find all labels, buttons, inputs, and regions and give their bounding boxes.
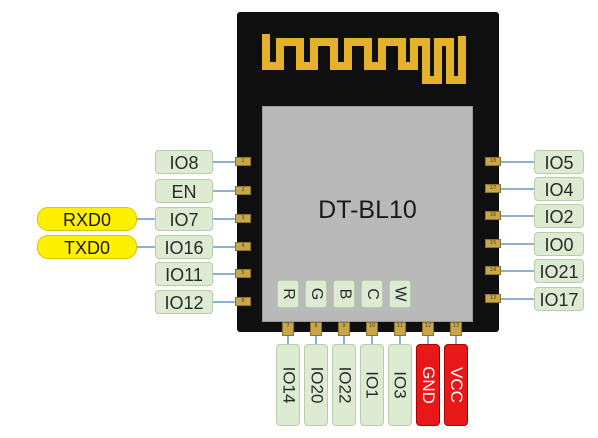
left-pad: 2 — [235, 186, 251, 195]
indicator-label: B — [333, 280, 355, 308]
chip-name: DT-BL10 — [318, 196, 417, 224]
left-pad: 4 — [235, 242, 251, 251]
left-pin-label: IO12 — [155, 290, 213, 314]
indicator-label: R — [277, 280, 299, 308]
right-pad: 15 — [485, 239, 501, 248]
bottom-pad: 12 — [422, 322, 434, 336]
left-pad: 5 — [235, 269, 251, 278]
left-pad: 6 — [235, 297, 251, 306]
connector-line — [501, 188, 534, 190]
connector-line — [213, 246, 235, 248]
connector-line — [137, 246, 155, 248]
right-pad: 16 — [485, 211, 501, 220]
connector-line — [501, 298, 534, 300]
bottom-pad: 13 — [450, 322, 462, 336]
connector-line — [371, 336, 373, 344]
connector-line — [343, 336, 345, 344]
bottom-pin-label: IO1 — [360, 344, 384, 426]
connector-line — [213, 218, 235, 220]
bottom-pad: 10 — [366, 322, 378, 336]
connector-line — [315, 336, 317, 344]
left-pin-label: IO7 — [155, 207, 213, 231]
pcb-antenna-icon — [262, 34, 466, 84]
bottom-pin-label: IO14 — [276, 344, 300, 426]
indicator-label: C — [361, 280, 383, 308]
right-pad: 14 — [485, 266, 501, 275]
bottom-pad: 8 — [310, 322, 322, 336]
connector-line — [287, 336, 289, 344]
connector-line — [501, 270, 534, 272]
left-pin-label: IO11 — [155, 262, 213, 286]
txd0-label: TXD0 — [37, 235, 137, 259]
left-pad: 3 — [235, 214, 251, 223]
connector-line — [501, 215, 534, 217]
bottom-pin-label: IO20 — [304, 344, 328, 426]
connector-line — [213, 161, 235, 163]
right-pin-label: IO2 — [534, 204, 584, 228]
bottom-pad: 11 — [394, 322, 406, 336]
bottom-pin-label: IO22 — [332, 344, 356, 426]
right-pin-label: IO21 — [534, 259, 584, 283]
left-pin-label: IO8 — [155, 150, 213, 174]
connector-line — [455, 336, 457, 344]
connector-line — [501, 161, 534, 163]
connector-line — [399, 336, 401, 344]
rxd0-label: RXD0 — [37, 207, 137, 231]
connector-line — [501, 243, 534, 245]
indicator-label: W — [389, 280, 411, 308]
bottom-pad: 7 — [282, 322, 294, 336]
right-pin-label: IO4 — [534, 177, 584, 201]
right-pin-label: IO5 — [534, 150, 584, 174]
right-pad: 17 — [485, 184, 501, 193]
bottom-pin-label: IO3 — [388, 344, 412, 426]
left-pad: 1 — [235, 157, 251, 166]
left-pin-label: IO16 — [155, 235, 213, 259]
gnd-pin-label: GND — [416, 344, 440, 426]
bottom-pad: 9 — [338, 322, 350, 336]
vcc-pin-label: VCC — [444, 344, 468, 426]
connector-line — [427, 336, 429, 344]
right-pin-label: IO17 — [534, 287, 584, 311]
connector-line — [137, 218, 155, 220]
indicator-label: G — [305, 280, 327, 308]
right-pin-label: IO0 — [534, 232, 584, 256]
right-pad: 18 — [485, 157, 501, 166]
connector-line — [213, 190, 235, 192]
left-pin-label: EN — [155, 179, 213, 203]
right-pad: 13 — [485, 294, 501, 303]
connector-line — [213, 301, 235, 303]
connector-line — [213, 273, 235, 275]
